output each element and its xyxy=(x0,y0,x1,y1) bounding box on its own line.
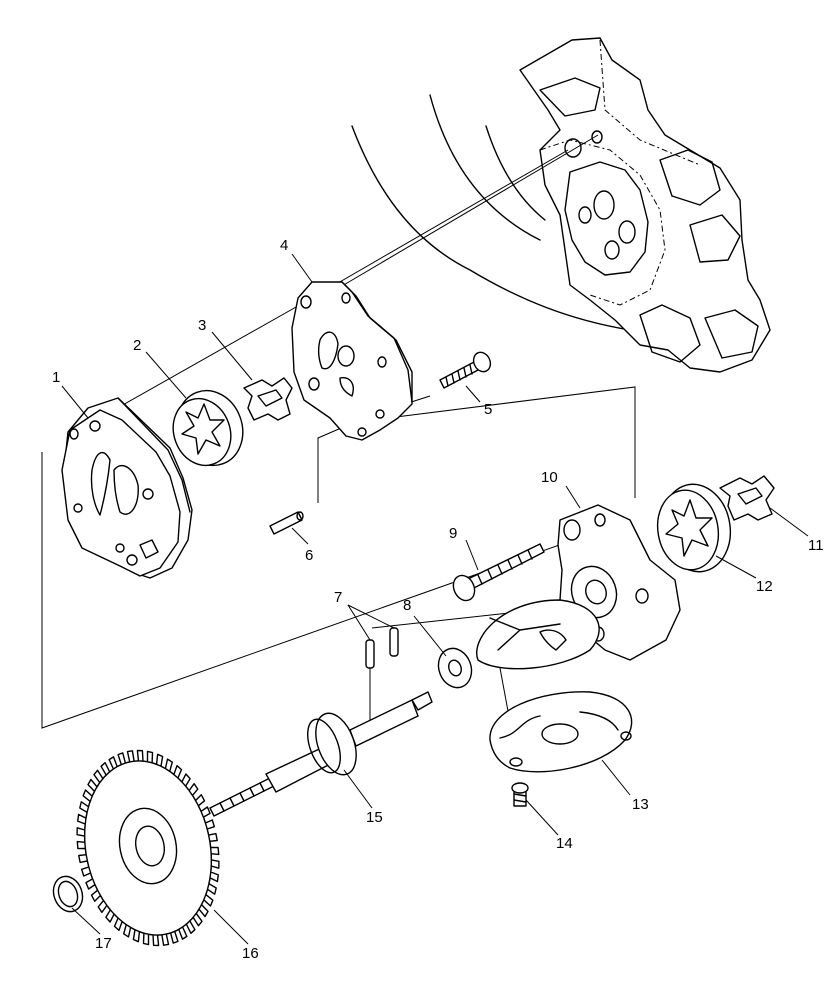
washer-part-8 xyxy=(437,647,473,689)
callout-5: 5 xyxy=(484,401,492,418)
pins-part-7 xyxy=(347,604,399,720)
pump-body-part-10 xyxy=(476,504,681,670)
inner-rotor-part-11 xyxy=(719,475,775,521)
dowel-pin-part-6 xyxy=(269,511,304,535)
callout-11: 11 xyxy=(808,537,824,554)
callout-2: 2 xyxy=(133,337,141,354)
bolt-part-9 xyxy=(452,543,545,602)
callout-10: 10 xyxy=(541,469,558,486)
pump-plate-part-4 xyxy=(291,281,413,441)
callout-1: 1 xyxy=(52,369,60,386)
outer-rotor-part-2 xyxy=(172,389,244,467)
callout-7: 7 xyxy=(334,589,342,606)
screw-part-5 xyxy=(439,351,492,389)
callout-9: 9 xyxy=(449,525,457,542)
pump-housing-part-1 xyxy=(61,397,193,579)
callout-12: 12 xyxy=(756,578,773,595)
callout-labels: 1 2 3 4 5 6 7 8 9 10 11 12 13 14 15 16 1… xyxy=(52,237,824,962)
cover-plate-part-13 xyxy=(489,691,633,773)
callout-16: 16 xyxy=(242,945,259,962)
callout-3: 3 xyxy=(198,317,206,334)
outer-rotor-part-12 xyxy=(656,483,732,573)
inner-rotor-part-3 xyxy=(243,377,293,421)
crankcase-housing xyxy=(351,37,771,373)
ring-part-17 xyxy=(52,875,84,913)
drive-gear-part-16 xyxy=(76,749,220,947)
callout-8: 8 xyxy=(403,597,411,614)
callout-13: 13 xyxy=(632,796,649,813)
pump-shaft-part-15 xyxy=(209,691,433,817)
callout-6: 6 xyxy=(305,547,313,564)
callout-15: 15 xyxy=(366,809,383,826)
callout-14: 14 xyxy=(556,835,573,852)
callout-leaders xyxy=(61,253,809,945)
screw-part-14 xyxy=(511,782,529,807)
callout-17: 17 xyxy=(95,935,112,952)
callout-4: 4 xyxy=(280,237,288,254)
